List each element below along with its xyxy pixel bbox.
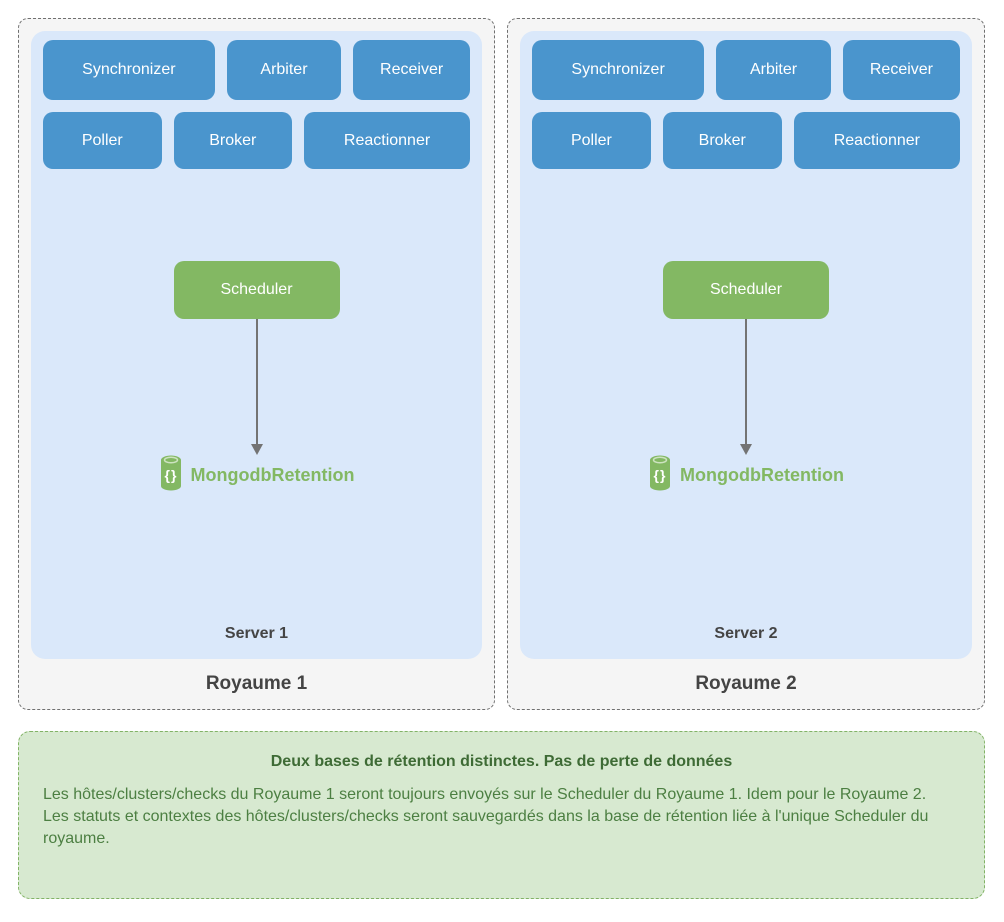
realm-container-2: Synchronizer Arbiter Receiver Poller Bro…	[507, 18, 985, 710]
database-row: {} MongodbRetention	[520, 455, 972, 496]
database-icon: {}	[648, 455, 672, 496]
database-label: MongodbRetention	[190, 465, 355, 485]
component-synchronizer: Synchronizer	[43, 40, 215, 100]
component-arbiter: Arbiter	[716, 40, 831, 100]
component-poller: Poller	[532, 112, 651, 169]
realm-label: Royaume 1	[205, 673, 308, 694]
note-title: Deux bases de rétention distinctes. Pas …	[270, 753, 733, 770]
scheduler-node: Scheduler	[173, 261, 340, 319]
arrow-head-icon	[250, 444, 263, 455]
component-receiver: Receiver	[353, 40, 470, 100]
component-row-1: Synchronizer Arbiter Receiver	[532, 40, 960, 100]
arrow-head-icon	[740, 444, 752, 455]
database-row: {} MongodbRetention	[31, 455, 482, 496]
scheduler-to-db-arrow	[255, 319, 258, 444]
server-box-1: Synchronizer Arbiter Receiver Poller Bro…	[31, 31, 482, 659]
component-row-2: Poller Broker Reactionner	[532, 112, 961, 169]
component-broker: Broker	[662, 112, 782, 169]
component-receiver: Receiver	[842, 40, 960, 100]
database-label: MongodbRetention	[680, 465, 844, 485]
component-row-1: Synchronizer Arbiter Receiver	[43, 40, 470, 100]
realm-label: Royaume 2	[695, 673, 797, 694]
component-row-2: Poller Broker Reactionner	[43, 112, 470, 169]
component-poller: Poller	[43, 112, 162, 169]
component-reactionner: Reactionner	[304, 112, 470, 169]
component-broker: Broker	[173, 112, 293, 169]
realm-container-1: Synchronizer Arbiter Receiver Poller Bro…	[18, 18, 495, 710]
server-label: Server 2	[714, 625, 778, 642]
note-body: Les hôtes/clusters/checks du Royaume 1 s…	[43, 786, 929, 847]
note-box: Deux bases de rétention distinctes. Pas …	[18, 731, 985, 899]
svg-text:{}: {}	[164, 467, 177, 483]
scheduler-node: Scheduler	[663, 261, 829, 319]
component-reactionner: Reactionner	[793, 112, 961, 169]
scheduler-to-db-arrow	[745, 319, 747, 444]
svg-text:{}: {}	[654, 467, 667, 483]
server-label: Server 1	[224, 625, 289, 642]
server-box-2: Synchronizer Arbiter Receiver Poller Bro…	[520, 31, 972, 659]
database-icon: {}	[159, 455, 183, 496]
component-synchronizer: Synchronizer	[532, 40, 705, 100]
component-arbiter: Arbiter	[226, 40, 342, 100]
